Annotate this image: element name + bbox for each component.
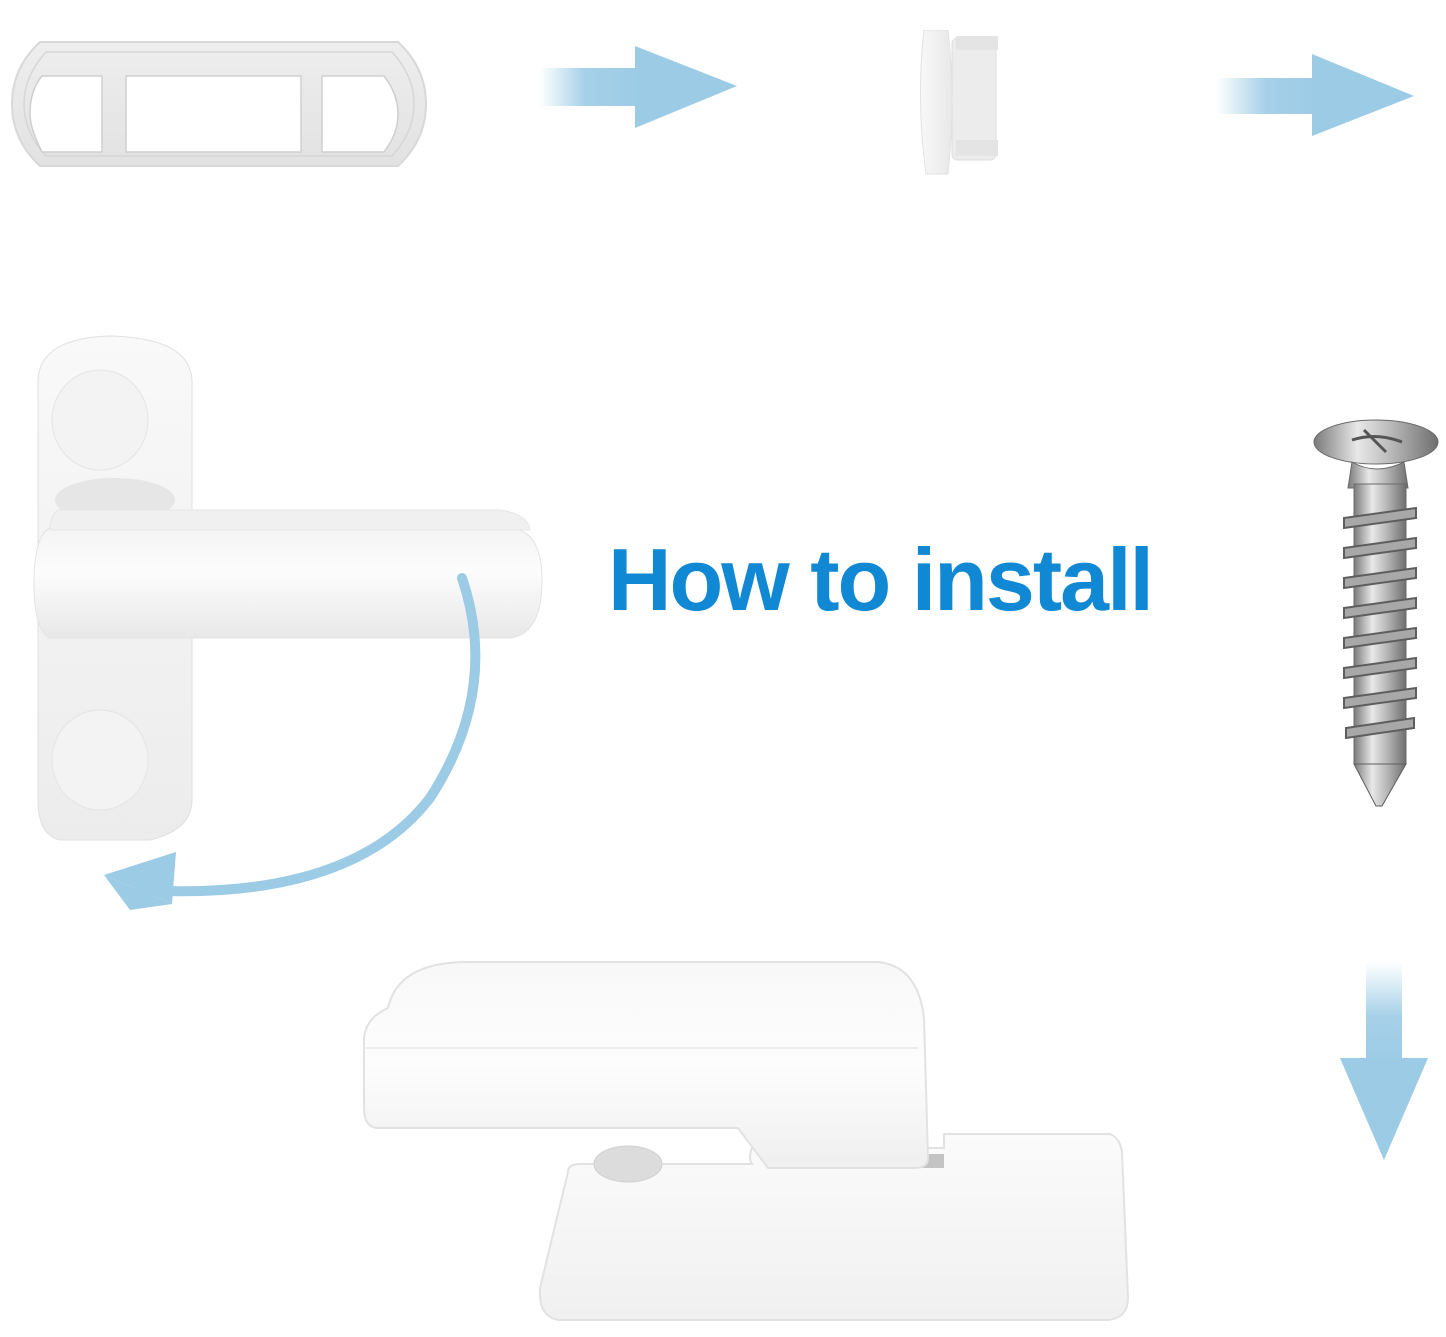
- screw-image: [1312, 418, 1446, 808]
- rotate-arrow-icon: [104, 573, 481, 910]
- arrow-down-icon: [1338, 962, 1430, 1162]
- swing-arm-lock-image: [30, 330, 550, 910]
- arrow-right-icon: [540, 44, 740, 134]
- spacer-gasket-image: [6, 38, 432, 170]
- cap-plug-image: [912, 30, 1002, 178]
- page-title: How to install: [608, 530, 1154, 629]
- assembled-lock-image: [358, 958, 1168, 1328]
- arrow-right-icon: [1216, 54, 1416, 138]
